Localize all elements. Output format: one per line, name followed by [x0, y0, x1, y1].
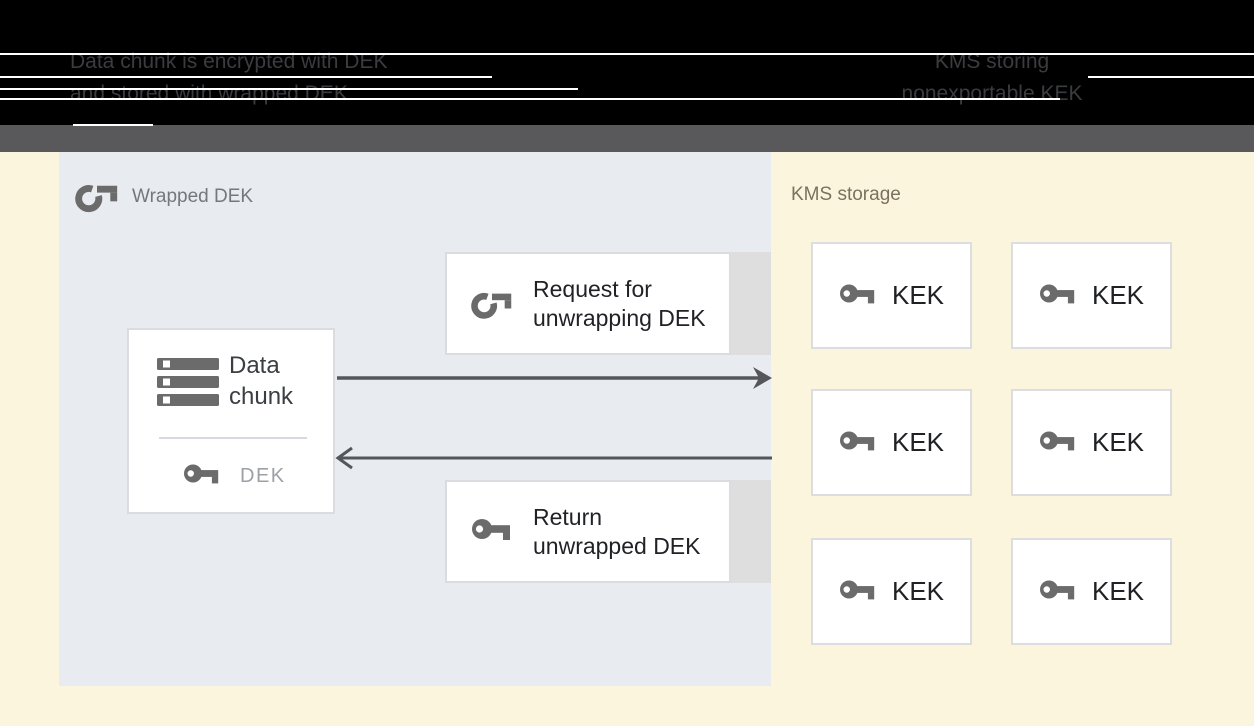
- kek-box: KEK: [1011, 538, 1172, 645]
- caption-data-chunk: Data chunk is encrypted with DEK and sto…: [70, 46, 387, 110]
- data-chunk-stack-icon: [157, 358, 219, 411]
- kek-box: KEK: [811, 389, 972, 496]
- kek-box: KEK: [1011, 242, 1172, 349]
- kek-box: KEK: [811, 242, 972, 349]
- caption-kms-storing-line2: nonexportable KEK: [901, 82, 1083, 105]
- return-unwrapped-label-line1: Return: [533, 503, 603, 530]
- arrow-left-icon: [335, 446, 772, 470]
- wrapped-dek-label: Wrapped DEK: [132, 186, 254, 207]
- kek-box: KEK: [811, 538, 972, 645]
- kek-label: KEK: [891, 427, 945, 457]
- key-icon: [1039, 427, 1077, 459]
- scanline-artifact: [0, 53, 1254, 55]
- dek-row: DEK: [183, 460, 286, 492]
- kek-box: KEK: [1011, 389, 1172, 496]
- wrapped-dek-header: Wrapped DEK: [75, 174, 253, 220]
- scanline-artifact: [73, 124, 153, 126]
- request-box-tail: [729, 252, 771, 355]
- scanline-artifact: [0, 98, 1060, 100]
- scanline-artifact: [0, 76, 492, 78]
- kek-label: KEK: [1091, 427, 1145, 457]
- return-unwrapped-label-line2: unwrapped DEK: [533, 532, 701, 559]
- key-icon: [839, 576, 877, 608]
- caption-kms-storing: KMS storing nonexportable KEK: [861, 46, 1123, 110]
- request-unwrap-box: Request for unwrapping DEK: [445, 252, 731, 355]
- key-icon: [1039, 576, 1077, 608]
- kek-label: KEK: [891, 576, 945, 606]
- data-chunk-label-line1: Data: [229, 352, 280, 379]
- key-icon: [471, 514, 513, 549]
- request-unwrap-label-line1: Request for: [533, 275, 652, 302]
- wrapped-key-icon: [471, 283, 513, 325]
- header-divider-strip: [0, 125, 1254, 152]
- arrow-right-icon: [337, 367, 772, 389]
- kek-label: KEK: [1091, 576, 1145, 606]
- wrapped-key-icon: [75, 174, 119, 220]
- return-box-tail: [729, 480, 771, 583]
- caption-data-chunk-line1: Data chunk is encrypted with DEK: [70, 50, 388, 73]
- return-unwrapped-label: Return unwrapped DEK: [533, 503, 701, 561]
- data-chunk-label: Data chunk: [229, 350, 293, 412]
- caption-data-chunk-line2: and stored with wrapped DEK: [70, 82, 348, 105]
- key-icon: [839, 280, 877, 312]
- data-chunk-divider: [159, 437, 307, 439]
- data-chunk-box: Data chunk DEK: [127, 328, 335, 514]
- scanline-artifact: [1088, 76, 1254, 78]
- key-icon: [839, 427, 877, 459]
- return-unwrapped-box: Return unwrapped DEK: [445, 480, 731, 583]
- dek-label: DEK: [240, 464, 286, 487]
- request-unwrap-label: Request for unwrapping DEK: [533, 275, 706, 333]
- key-icon: [183, 460, 221, 492]
- header-banner: Data chunk is encrypted with DEK and sto…: [0, 0, 1254, 126]
- kek-label: KEK: [891, 280, 945, 310]
- key-icon: [1039, 280, 1077, 312]
- kek-label: KEK: [1091, 280, 1145, 310]
- request-unwrap-label-line2: unwrapping DEK: [533, 304, 706, 331]
- data-chunk-label-line2: chunk: [229, 383, 294, 410]
- scanline-artifact: [0, 88, 578, 90]
- kms-storage-label: KMS storage: [791, 184, 901, 205]
- caption-kms-storing-line1: KMS storing: [934, 50, 1050, 73]
